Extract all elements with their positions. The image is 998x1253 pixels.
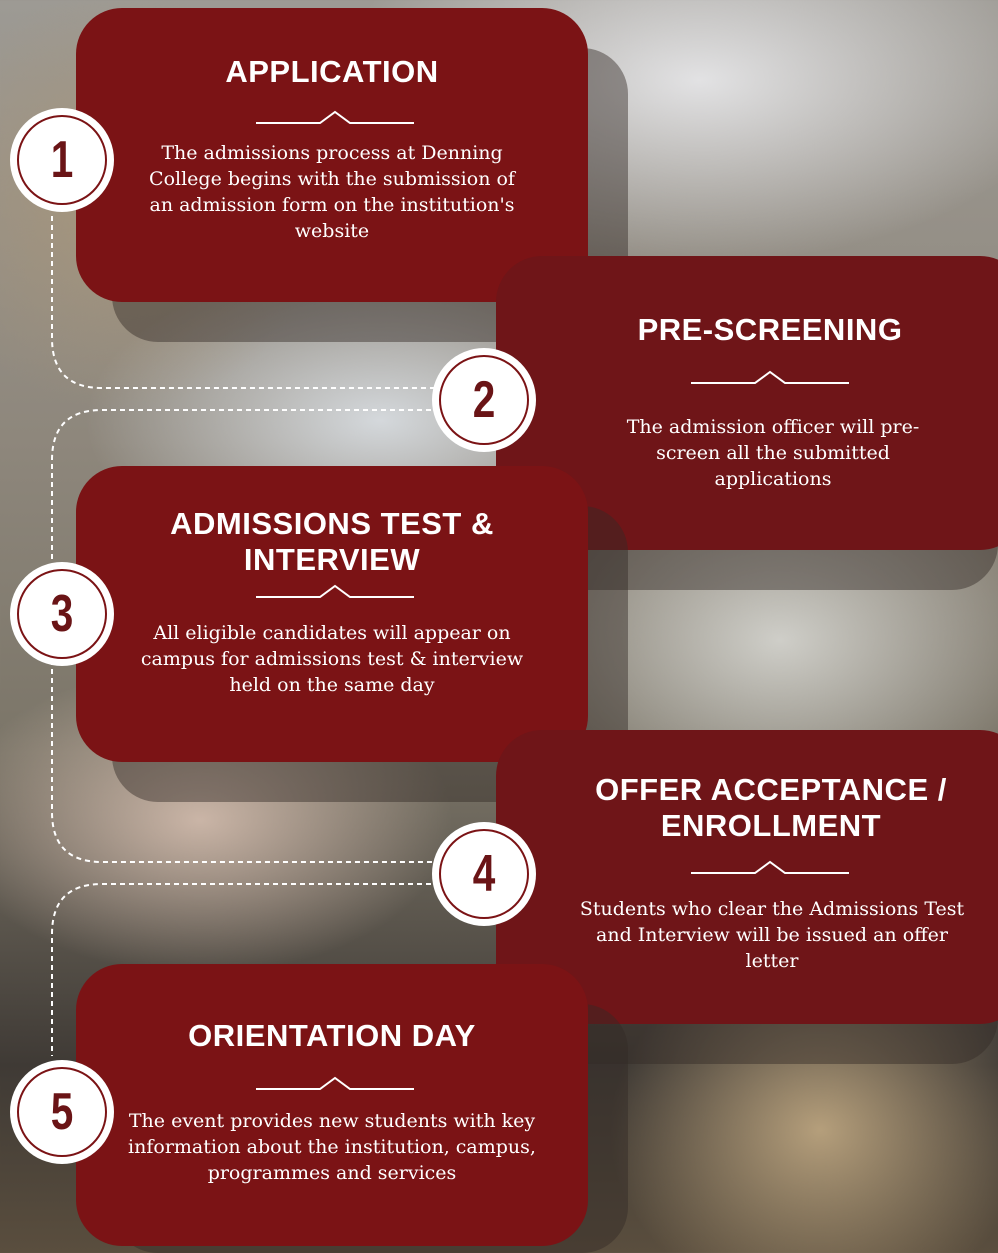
divider-icon [691, 370, 849, 384]
connector-4-5 [51, 883, 440, 1056]
step-description: The admission officer will pre-screen al… [626, 416, 920, 490]
step-title: ORIENTATION DAY [188, 1018, 476, 1053]
divider-icon [256, 110, 414, 124]
step-description: All eligible candidates will appear on c… [140, 622, 524, 696]
step-title: ADMISSIONS TEST & INTERVIEW [170, 506, 494, 577]
connector-3-4 [51, 660, 440, 863]
step-number-badge: 3 [10, 562, 114, 666]
divider-icon [256, 1076, 414, 1090]
connector-1-2 [51, 216, 440, 389]
step-number-badge: 5 [10, 1060, 114, 1164]
step-number-badge: 1 [10, 108, 114, 212]
step-number: 3 [50, 585, 74, 643]
step-card-1: APPLICATION The admissions process at De… [76, 8, 588, 302]
step-title: APPLICATION [225, 54, 439, 89]
step-description: The event provides new students with key… [128, 1110, 536, 1184]
step-card-3: ADMISSIONS TEST & INTERVIEW All eligible… [76, 466, 588, 762]
step-number-badge: 2 [432, 348, 536, 452]
divider-icon [256, 584, 414, 598]
divider-icon [691, 860, 849, 874]
step-number: 2 [472, 371, 496, 429]
step-description: The admissions process at Denning Colleg… [149, 142, 515, 242]
step-card-4: OFFER ACCEPTANCE / ENROLLMENT Students w… [496, 730, 998, 1024]
step-number: 4 [472, 845, 496, 903]
step-number: 1 [50, 131, 74, 189]
step-number: 5 [50, 1083, 74, 1141]
step-number-badge: 4 [432, 822, 536, 926]
step-title: OFFER ACCEPTANCE / ENROLLMENT [595, 772, 947, 843]
step-description: Students who clear the Admissions Test a… [579, 898, 965, 972]
connector-2-3 [51, 409, 440, 560]
step-card-5: ORIENTATION DAY The event provides new s… [76, 964, 588, 1246]
step-title: PRE-SCREENING [637, 312, 903, 347]
